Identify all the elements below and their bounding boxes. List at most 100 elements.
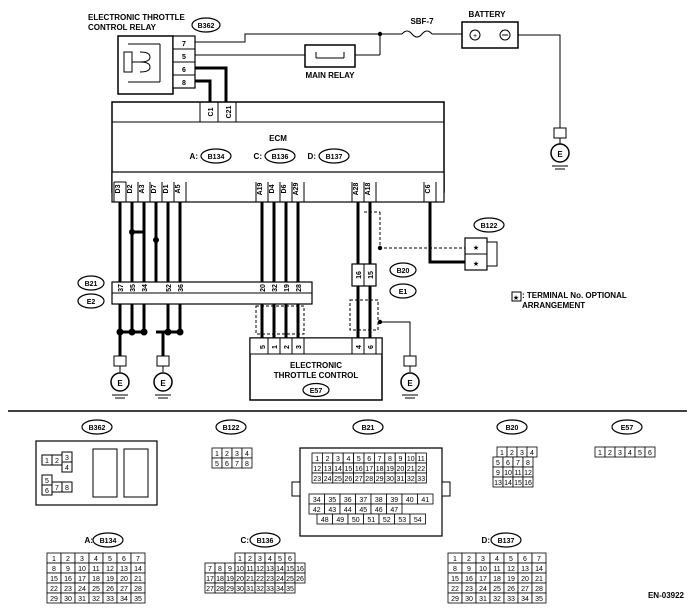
pin-cell-label: 11 bbox=[514, 470, 521, 477]
ecm-pin-c6: C6 bbox=[425, 184, 432, 193]
pin-cell-label: 8 bbox=[245, 461, 249, 468]
ecm-pin-d2: D2 bbox=[127, 184, 134, 193]
pin-cell-label: 9 bbox=[398, 456, 402, 463]
battery-label: BATTERY bbox=[469, 10, 507, 19]
pin-cell-label: 35 bbox=[328, 497, 336, 504]
pin-cell-label: 14 bbox=[334, 466, 342, 473]
pin-cell bbox=[284, 582, 296, 594]
svg-text:+: + bbox=[473, 33, 477, 40]
pin-cell-label: 12 bbox=[524, 470, 532, 477]
pin-cell-label: 25 bbox=[92, 586, 100, 593]
main-relay-label: MAIN RELAY bbox=[305, 71, 355, 80]
view-b362-housing bbox=[35, 440, 158, 506]
view-b134-bubble bbox=[92, 532, 124, 548]
relay-pin-7: 7 bbox=[182, 41, 186, 48]
b362-pin-2: 2 bbox=[55, 458, 59, 465]
pin-cell-label: 6 bbox=[122, 556, 126, 563]
view-b21-label: B21 bbox=[362, 425, 375, 432]
pin-cell-label: 16 bbox=[355, 466, 363, 473]
view-b20-bubble bbox=[496, 419, 528, 435]
joint-pin-20: 20 bbox=[260, 284, 267, 292]
e57-bubble bbox=[302, 382, 330, 398]
ground-symbol-2 bbox=[153, 355, 173, 399]
throttle-pin-6: 6 bbox=[368, 345, 375, 349]
pin-cell-label: 26 bbox=[296, 576, 304, 583]
pin-cell-label: 5 bbox=[215, 461, 219, 468]
pin-cell-label: 24 bbox=[276, 576, 284, 583]
pin-cell bbox=[241, 457, 253, 469]
view-b136-prefix: C: bbox=[241, 536, 249, 545]
pin-cell-label: 29 bbox=[376, 476, 384, 483]
pin-cell bbox=[415, 472, 427, 484]
joint-connector-left bbox=[111, 281, 313, 305]
pin-cell-label: 15 bbox=[451, 576, 459, 583]
pin-cell-label: 37 bbox=[359, 497, 367, 504]
pin-cell-label: 1 bbox=[52, 556, 56, 563]
pin-cell-label: 7 bbox=[378, 456, 382, 463]
pin-cell bbox=[294, 572, 306, 584]
pin-cell-label: 54 bbox=[414, 517, 422, 524]
ground-label-battery: E bbox=[557, 150, 563, 159]
pin-cell-label: 27 bbox=[206, 586, 214, 593]
pin-cell-label: 2 bbox=[248, 556, 252, 563]
view-b362-label: B362 bbox=[89, 425, 106, 432]
ecm-pin-cells bbox=[113, 181, 437, 202]
ecm-prefix-d: D: bbox=[308, 152, 316, 161]
pin-cell-label: 26 bbox=[507, 586, 515, 593]
ecm-pin-labels: D3 D2 A3 D7 D1 A5 A19 D4 D6 A29 A28 A18 … bbox=[115, 182, 432, 195]
pin-cell-label: 38 bbox=[375, 497, 383, 504]
pin-cell-label: 26 bbox=[345, 476, 353, 483]
pin-cell-label: 47 bbox=[390, 507, 398, 514]
pin-cell-label: 28 bbox=[365, 476, 373, 483]
pin-cell-label: 46 bbox=[375, 507, 383, 514]
b122-connector bbox=[464, 237, 498, 271]
pin-cell bbox=[531, 592, 547, 604]
pin-cell-label: 11 bbox=[92, 566, 99, 573]
pin-cell-label: 15 bbox=[50, 576, 58, 583]
e2-label: E2 bbox=[87, 299, 96, 306]
pin-cell-label: 11 bbox=[493, 566, 500, 573]
fuse-symbol bbox=[380, 30, 462, 38]
pin-cell-label: 9 bbox=[496, 470, 500, 477]
ecm-pin-d6: D6 bbox=[281, 184, 288, 193]
throttle-pin-2: 2 bbox=[284, 345, 291, 349]
pin-cell-label: 2 bbox=[467, 556, 471, 563]
pin-cell-label: 32 bbox=[92, 596, 100, 603]
pin-cell-label: 3 bbox=[481, 556, 485, 563]
ground-symbol-1 bbox=[110, 355, 130, 399]
pin-cell-label: 33 bbox=[507, 596, 515, 603]
pin-cell-label: 11 bbox=[246, 566, 253, 573]
etc-relay-symbol bbox=[117, 35, 196, 95]
legend-star-box bbox=[511, 291, 522, 302]
pin-cell bbox=[417, 493, 434, 505]
b21-label: B21 bbox=[85, 281, 98, 288]
pin-cell-label: 4 bbox=[495, 556, 499, 563]
ecm-bubble-d bbox=[318, 148, 350, 164]
b21-bubble bbox=[77, 275, 105, 291]
pin-cell-label: 34 bbox=[120, 596, 128, 603]
pin-cell-label: 34 bbox=[276, 586, 284, 593]
pin-cell-label: 13 bbox=[120, 566, 128, 573]
pin-cell-label: 12 bbox=[106, 566, 114, 573]
ecm-pin-c1: C1 bbox=[208, 107, 215, 116]
pin-cell-label: 32 bbox=[493, 596, 501, 603]
pin-cell-label: 22 bbox=[417, 466, 425, 473]
pin-cell-label: 31 bbox=[246, 586, 254, 593]
pin-cell-label: 19 bbox=[226, 576, 234, 583]
pin-cell-label: 20 bbox=[236, 576, 244, 583]
ecm-to-joint-wires bbox=[118, 202, 465, 282]
pin-cell-label: 4 bbox=[346, 456, 350, 463]
e1-label: E1 bbox=[399, 289, 408, 296]
pin-cell bbox=[522, 476, 534, 488]
pin-cell-label: 15 bbox=[514, 480, 522, 487]
pin-cell-label: 28 bbox=[216, 586, 224, 593]
pin-cell-label: 19 bbox=[507, 576, 515, 583]
pin-cell-label: 5 bbox=[509, 556, 513, 563]
pin-cell-label: 1 bbox=[598, 450, 602, 457]
e57-label: E57 bbox=[310, 388, 323, 395]
pin-cell-label: 10 bbox=[236, 566, 244, 573]
